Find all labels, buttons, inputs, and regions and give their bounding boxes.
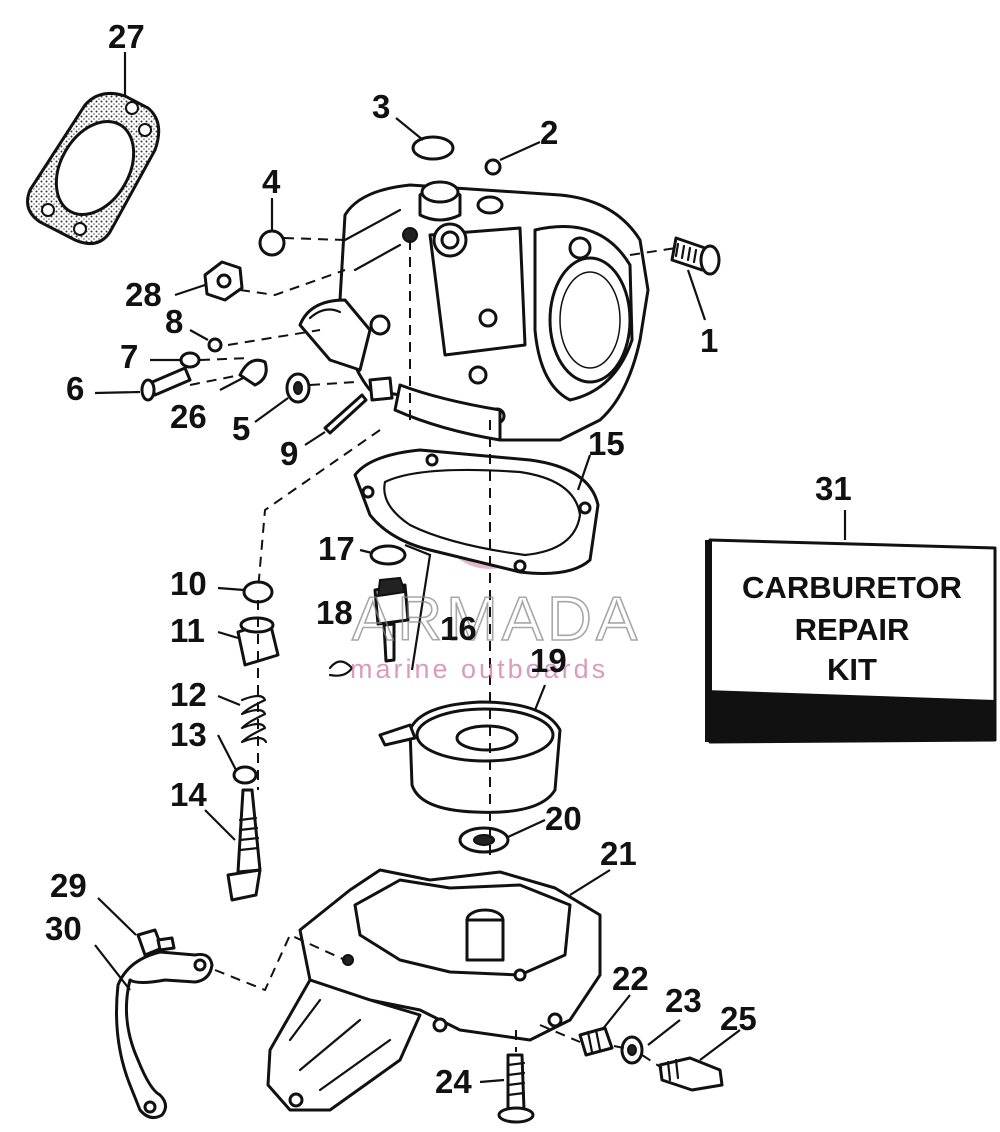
carburetor-upper-body	[298, 180, 650, 442]
part-5-washer	[285, 372, 311, 404]
callout-12: 12	[170, 676, 207, 713]
callout-24: 24	[435, 1063, 472, 1100]
callout-8: 8	[165, 303, 183, 340]
callout-25: 25	[720, 1000, 757, 1037]
part-22-screw	[578, 1026, 614, 1057]
callout-21: 21	[600, 835, 637, 872]
part-2-ball	[484, 158, 502, 176]
callout-11: 11	[170, 612, 205, 649]
callout-22: 22	[612, 960, 649, 997]
part-16-needle-valve	[373, 576, 410, 663]
part-29-screw	[136, 928, 176, 957]
callout-1: 1	[700, 322, 718, 359]
callout-5: 5	[232, 410, 250, 447]
callout-7: 7	[120, 338, 138, 375]
part-30-clamp	[115, 950, 214, 1120]
callout-31: 31	[815, 470, 852, 507]
callout-26: 26	[170, 398, 207, 435]
part-10-washer	[242, 580, 274, 604]
callout-29: 29	[50, 867, 87, 904]
part-3-plug	[411, 135, 455, 161]
part-27-gasket	[26, 92, 161, 246]
watermark-brand: ARMADA	[352, 585, 641, 654]
kit-label-line2: REPAIR	[795, 612, 910, 647]
callout-18: 18	[316, 594, 353, 631]
callout-23: 23	[665, 982, 702, 1019]
callout-4: 4	[262, 163, 281, 200]
part-24-screw	[497, 1053, 535, 1124]
part-6-screw	[140, 366, 192, 402]
callout-10: 10	[170, 565, 207, 602]
callout-6: 6	[66, 370, 84, 407]
leader-lines	[94, 52, 847, 1084]
part-18-clip	[328, 660, 354, 677]
part-23-washer	[620, 1035, 644, 1065]
callout-30: 30	[45, 910, 82, 947]
callout-19: 19	[530, 642, 567, 679]
kit-label-line1: CARBURETOR	[742, 570, 962, 605]
callout-numbers: 27 3 2 4 28 8 7 6 26 5 9 1 15 31 17 10 1…	[45, 18, 852, 1100]
callout-27: 27	[108, 18, 145, 55]
callout-15: 15	[588, 425, 625, 462]
callout-14: 14	[170, 776, 207, 813]
part-12-spring	[240, 694, 268, 744]
callout-28: 28	[125, 276, 162, 313]
part-14-needle	[226, 788, 262, 902]
part-1-screw	[670, 236, 721, 276]
callout-17: 17	[318, 530, 355, 567]
callout-9: 9	[280, 435, 298, 472]
part-28-nut	[203, 260, 244, 302]
callout-3: 3	[372, 88, 390, 125]
callout-16: 16	[440, 610, 477, 647]
watermark-tagline: marine outboards	[350, 654, 608, 684]
callout-20: 20	[545, 800, 582, 837]
part-31-repair-kit-box	[705, 538, 997, 744]
part-21-float-bowl	[266, 868, 602, 1112]
part-20-gasket	[458, 826, 510, 854]
kit-label-line3: KIT	[827, 652, 877, 687]
assembly-lines	[189, 237, 677, 1069]
part-15-gasket	[353, 448, 600, 575]
part-19-float	[378, 700, 562, 814]
part-8-clip	[207, 337, 223, 353]
part-17-washer	[369, 544, 407, 566]
part-13-washer	[232, 765, 258, 785]
callout-2: 2	[540, 114, 558, 151]
part-25-fitting	[658, 1056, 724, 1092]
part-7-washer	[179, 351, 201, 369]
part-9-pin	[323, 393, 368, 435]
part-4-plug	[258, 229, 286, 257]
part-26-clip	[238, 358, 268, 387]
callout-13: 13	[170, 716, 207, 753]
